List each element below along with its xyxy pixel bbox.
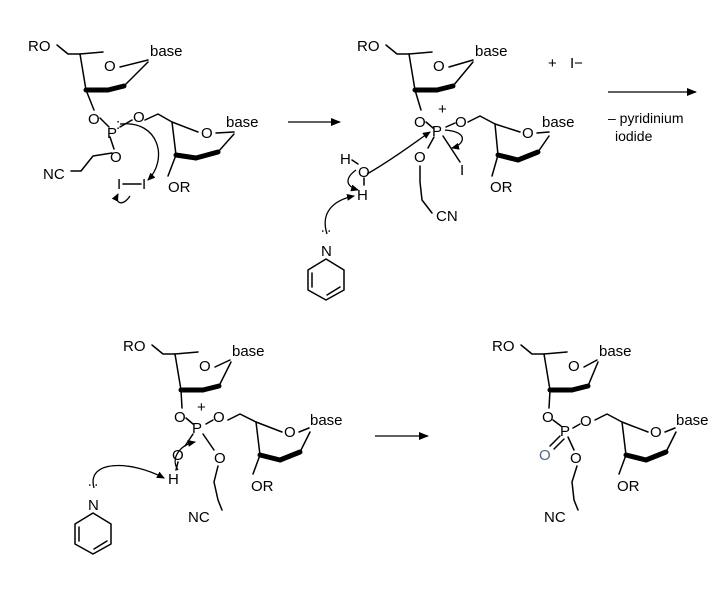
o-label: O — [414, 149, 426, 166]
plus-sign: + — [548, 55, 557, 72]
o-label: O — [570, 450, 582, 467]
iodine-label: I — [142, 176, 146, 193]
base-label: base — [310, 412, 343, 429]
n-label: N — [321, 243, 332, 260]
base-label: base — [475, 43, 508, 60]
curved-arrow — [347, 169, 359, 192]
phosphorus-center: O P O O O NC — [539, 409, 592, 526]
phosphorus-label: P — [192, 420, 202, 437]
pyridine: : N — [74, 483, 112, 555]
nc-label: NC — [43, 166, 65, 183]
ring-oxygen-label: O — [522, 125, 534, 142]
h-label: H — [340, 151, 351, 168]
nc-label: NC — [544, 509, 566, 526]
structure-phosphonium-intermediate: RO O base + I− O P + O I O CN — [307, 38, 583, 301]
or-label: OR — [490, 179, 513, 196]
curved-arrow — [324, 193, 355, 235]
o-label: O — [172, 447, 184, 464]
h-label: H — [168, 471, 179, 488]
base-label: base — [150, 43, 183, 60]
ring-oxygen-label: O — [433, 58, 445, 75]
base-label: base — [676, 412, 709, 429]
water-molecule: H O H — [340, 151, 370, 204]
iodine-label: I — [117, 176, 121, 193]
iodide-ion: I− — [570, 55, 583, 72]
ro-label: RO — [123, 338, 146, 355]
curved-arrow — [92, 464, 165, 489]
curved-arrow — [111, 193, 131, 204]
curved-arrow — [444, 129, 464, 150]
phosphoryl-oxygen-label: O — [539, 447, 551, 464]
upper-sugar: RO O base — [357, 38, 508, 111]
n-label: N — [88, 497, 99, 514]
o-label: O — [110, 149, 122, 166]
phosphorus-center: O P + O I O CN — [414, 101, 467, 225]
phosphorus-center: O P : O O NC — [43, 109, 145, 183]
nc-label: NC — [188, 509, 210, 526]
iodine-molecule: I I — [117, 176, 146, 193]
or-label: OR — [617, 478, 640, 495]
phosphorus-label: P — [107, 125, 117, 142]
ro-label: RO — [357, 38, 380, 55]
o-label: O — [414, 114, 426, 131]
lone-pair: : — [116, 116, 120, 133]
ro-label: RO — [28, 38, 51, 55]
ring-oxygen-label: O — [199, 358, 211, 375]
positive-charge: + — [197, 399, 206, 416]
phosphorus-label: P — [560, 423, 570, 440]
o-label: O — [455, 114, 467, 131]
base-label: base — [542, 114, 575, 131]
ro-label: RO — [492, 338, 515, 355]
h-label: H — [357, 187, 368, 204]
cn-label: CN — [436, 208, 458, 225]
lower-sugar: O base OR — [227, 412, 343, 495]
upper-sugar: RO O base — [28, 38, 183, 111]
curved-arrow — [119, 123, 160, 181]
lower-sugar: O base OR — [467, 114, 575, 196]
ring-oxygen-label: O — [650, 424, 662, 441]
o-label: O — [88, 111, 100, 128]
o-label: O — [358, 164, 370, 181]
lower-sugar: O base OR — [144, 113, 259, 196]
structure-hydroxy-phosphonium: RO O base O P + O O NC O H — [74, 338, 343, 555]
positive-charge: + — [438, 101, 447, 118]
phosphorus-label: P — [432, 123, 442, 140]
o-label: O — [133, 109, 145, 126]
or-label: OR — [168, 179, 191, 196]
ring-oxygen-label: O — [568, 358, 580, 375]
pyridine: : N — [307, 229, 345, 301]
o-label: O — [213, 409, 225, 426]
o-label: O — [542, 409, 554, 426]
or-label: OR — [251, 478, 274, 495]
ring-oxygen-label: O — [104, 58, 116, 75]
upper-sugar: RO O base — [123, 338, 265, 409]
upper-sugar: RO O base — [492, 338, 632, 409]
ring-oxygen-label: O — [284, 424, 296, 441]
structure-phosphate-triester: RO O base O P O O O NC — [492, 338, 709, 526]
curved-arrow — [174, 439, 196, 471]
byproduct-label: iodide — [615, 128, 653, 144]
phosphorus-center: O P + O O NC O H — [168, 399, 226, 526]
curved-arrow — [366, 131, 431, 175]
o-label: O — [580, 413, 592, 430]
base-label: base — [599, 343, 632, 360]
base-label: base — [232, 343, 265, 360]
o-label: O — [174, 409, 186, 426]
byproduct-label: – pyridinium — [608, 110, 683, 126]
lower-sugar: O base OR — [594, 412, 709, 495]
structure-phosphite-triester: RO O base O P : O O NC — [28, 38, 259, 204]
o-label: O — [214, 450, 226, 467]
base-label: base — [226, 114, 259, 131]
ring-oxygen-label: O — [201, 125, 213, 142]
iodine-label: I — [460, 162, 464, 179]
